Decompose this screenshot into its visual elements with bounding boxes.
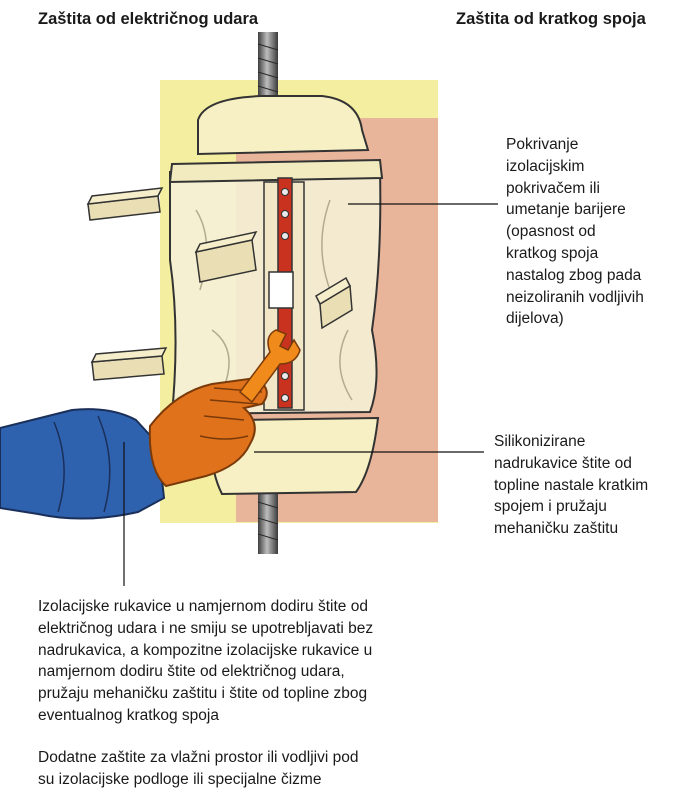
note-footwear: Dodatne zaštite za vlažni prostor ili vo… (38, 747, 359, 791)
note-line: nadrukavica, a kompozitne izolacijske ru… (38, 640, 373, 662)
callout-line: nadrukavice štite od (494, 453, 648, 475)
note-gloves: Izolacijske rukavice u namjernom dodiru … (38, 596, 373, 727)
overlay-sleeve (0, 409, 164, 518)
note-line: pružaju mehaničku zaštitu i štite od top… (38, 683, 373, 705)
note-line: namjernom dodiru štite od električnog ud… (38, 661, 373, 683)
callout-line: spojem i pružaju (494, 496, 648, 518)
conductor-rod-top (258, 32, 278, 104)
wooden-slat (88, 188, 162, 220)
cover-top-cap (198, 96, 368, 154)
callout-line: umetanje barijere (506, 199, 644, 221)
wooden-slat (92, 348, 166, 380)
callout-cover: Pokrivanje izolacijskim pokrivačem ili u… (506, 134, 644, 330)
callout-line: Pokrivanje (506, 134, 644, 156)
heading-short-circuit: Zaštita od kratkog spoja (456, 10, 646, 29)
callout-line: nastalog zbog pada (506, 265, 644, 287)
callout-line: dijelova) (506, 308, 644, 330)
insulator-block (269, 272, 293, 308)
note-line: eventualnog kratkog spoja (38, 705, 373, 727)
callout-line: pokrivačem ili (506, 178, 644, 200)
callout-line: (opasnost od (506, 221, 644, 243)
callout-line: izolacijskim (506, 156, 644, 178)
callout-sleeves: Silikonizirane nadrukavice štite od topl… (494, 431, 648, 540)
note-line: Dodatne zaštite za vlažni prostor ili vo… (38, 747, 359, 769)
heading-electric-shock: Zaštita od električnog udara (38, 10, 258, 29)
callout-line: neizoliranih vodljivih (506, 287, 644, 309)
note-line: Izolacijske rukavice u namjernom dodiru … (38, 596, 373, 618)
callout-line: kratkog spoja (506, 243, 644, 265)
callout-line: topline nastale kratkim (494, 475, 648, 497)
note-line: električnog udara i ne smiju se upotrebl… (38, 618, 373, 640)
callout-line: Silikonizirane (494, 431, 648, 453)
note-line: su izolacijske podloge ili specijalne či… (38, 769, 359, 791)
callout-line: mehaničku zaštitu (494, 518, 648, 540)
